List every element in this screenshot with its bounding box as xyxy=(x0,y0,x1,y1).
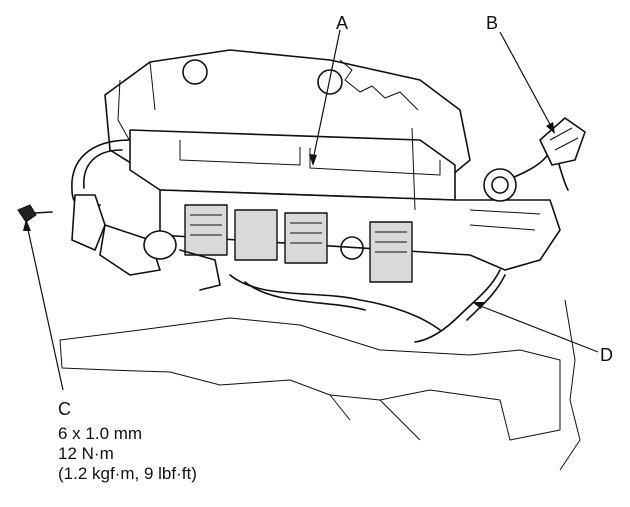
leader-a xyxy=(312,29,341,161)
connector-b xyxy=(539,117,586,166)
bolt-c-shank xyxy=(33,211,53,214)
harness-wire-lower-2 xyxy=(466,274,506,321)
head-cover-edge xyxy=(339,59,419,111)
cover-slot-1 xyxy=(179,140,301,166)
harness-wire-left-2 xyxy=(83,149,123,189)
leader-c-arrow xyxy=(23,219,31,231)
hose-lower xyxy=(229,274,441,331)
leader-c xyxy=(26,224,64,391)
leader-d xyxy=(477,304,599,353)
bolt-spec-torque-alt: (1.2 kgf·m, 9 lbf·ft) xyxy=(58,464,197,483)
block-detail xyxy=(329,394,421,441)
bolt-spec-torque-nm: 12 N·m xyxy=(58,444,114,463)
right-grommet xyxy=(483,168,517,202)
left-hose-fitting xyxy=(99,224,161,276)
connector-b-ribs xyxy=(549,127,579,151)
callout-a: A xyxy=(336,13,349,33)
head-cover-boss-2 xyxy=(317,69,343,95)
right-grommet-inner xyxy=(491,176,509,194)
coil-2 xyxy=(234,209,278,261)
bolt-spec: 6 x 1.0 mm 12 N·m (1.2 kgf·m, 9 lbf·ft) xyxy=(58,424,197,484)
callout-d: D xyxy=(600,345,613,365)
cover-stud xyxy=(411,127,416,211)
leader-b-arrow xyxy=(546,122,555,134)
lower-bracket xyxy=(179,249,221,291)
coil-1 xyxy=(184,204,228,256)
hose-lower-2 xyxy=(244,281,366,311)
callout-c: C xyxy=(58,399,71,419)
plug-well xyxy=(340,236,364,260)
left-bracket xyxy=(71,194,106,251)
leader-d-arrow xyxy=(472,302,484,309)
bolt-c-head xyxy=(17,204,37,223)
callout-b: B xyxy=(486,13,499,33)
cover-ribs xyxy=(469,209,541,231)
coil-ribs xyxy=(190,214,407,253)
bolt-spec-size: 6 x 1.0 mm xyxy=(58,424,143,443)
right-edge-detail xyxy=(559,299,581,471)
harness-wire-lower xyxy=(414,269,501,343)
head-cover-boss-1 xyxy=(182,59,208,85)
coil-3 xyxy=(284,212,328,264)
cover-slot-2 xyxy=(309,148,441,176)
leader-a-arrow xyxy=(309,154,317,166)
engine-block-outline xyxy=(59,317,561,441)
leader-b xyxy=(499,31,553,129)
hose-end xyxy=(143,230,177,260)
